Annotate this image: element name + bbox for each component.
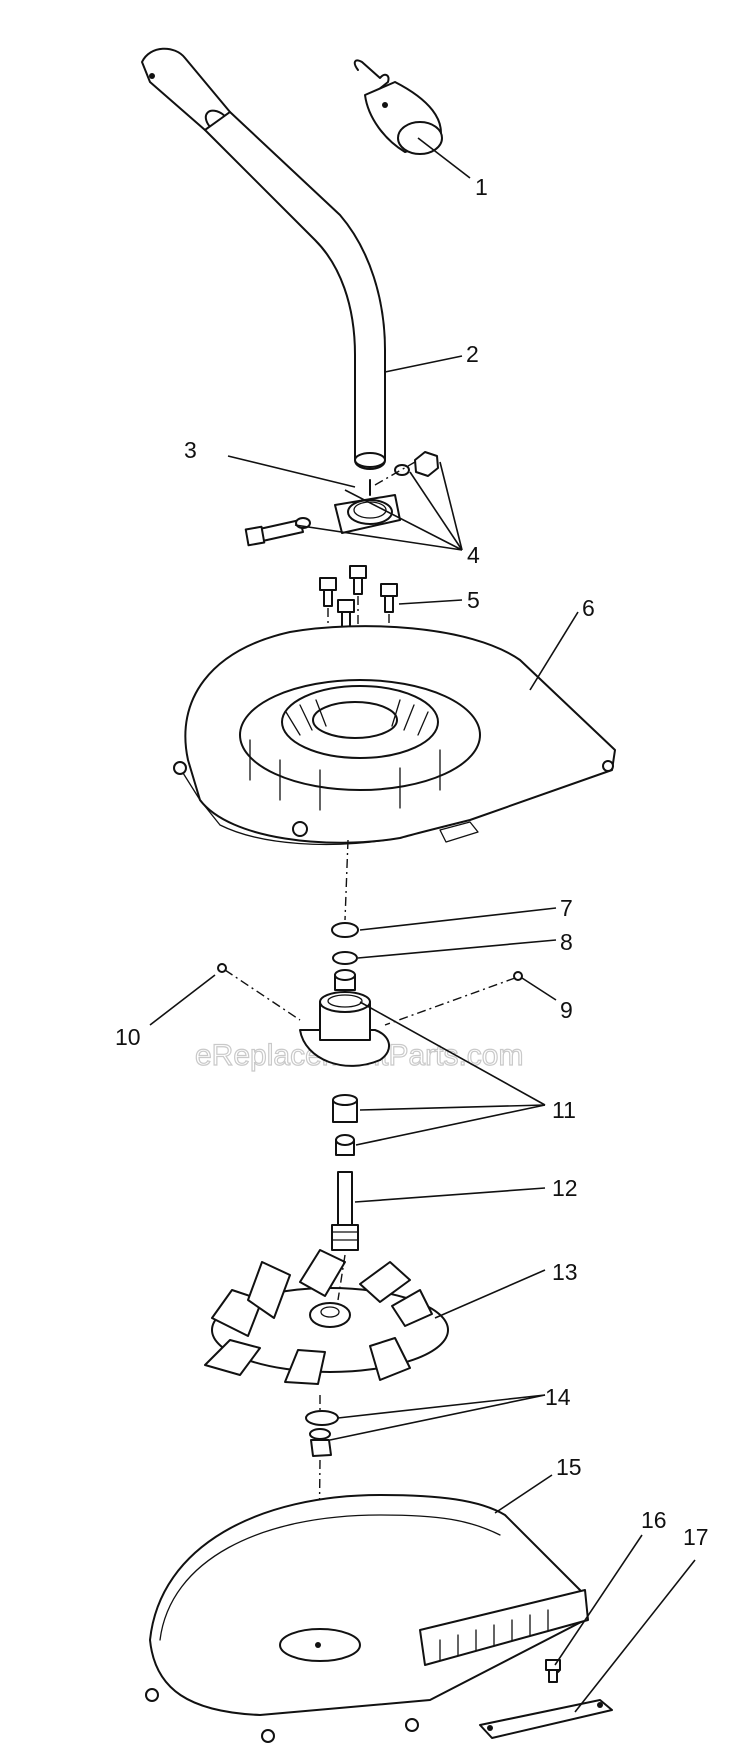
callout-labels: 1 2 3 4 5 6 7 8 9 10 11 12 13 14 15 16 1… bbox=[115, 174, 709, 1550]
callout-10: 10 bbox=[115, 1024, 141, 1050]
callout-9: 9 bbox=[560, 997, 573, 1023]
callout-6: 6 bbox=[582, 595, 595, 621]
part-handle-tube bbox=[141, 47, 386, 470]
callout-13: 13 bbox=[552, 1259, 578, 1285]
callout-4: 4 bbox=[467, 542, 480, 568]
part-screws bbox=[319, 565, 398, 710]
part-impeller bbox=[204, 1249, 449, 1385]
part-shaft-stack bbox=[217, 839, 523, 1251]
part-handle-grip bbox=[353, 59, 443, 155]
leader-lines bbox=[149, 137, 696, 1713]
callout-12: 12 bbox=[552, 1175, 578, 1201]
callout-2: 2 bbox=[466, 341, 479, 367]
part-bracket-screw bbox=[479, 1659, 613, 1739]
callout-11: 11 bbox=[552, 1097, 576, 1123]
callout-17: 17 bbox=[683, 1524, 709, 1550]
callout-7: 7 bbox=[560, 895, 573, 921]
callout-3: 3 bbox=[184, 437, 197, 463]
callout-15: 15 bbox=[556, 1454, 582, 1480]
callout-5: 5 bbox=[467, 587, 480, 613]
callout-14: 14 bbox=[545, 1384, 571, 1410]
part-lower-housing bbox=[145, 1494, 589, 1743]
part-fan-housing-cover bbox=[173, 625, 616, 846]
part-clamp-hardware bbox=[244, 451, 439, 547]
callout-16: 16 bbox=[641, 1507, 667, 1533]
callout-8: 8 bbox=[560, 929, 573, 955]
callout-1: 1 bbox=[475, 174, 488, 200]
